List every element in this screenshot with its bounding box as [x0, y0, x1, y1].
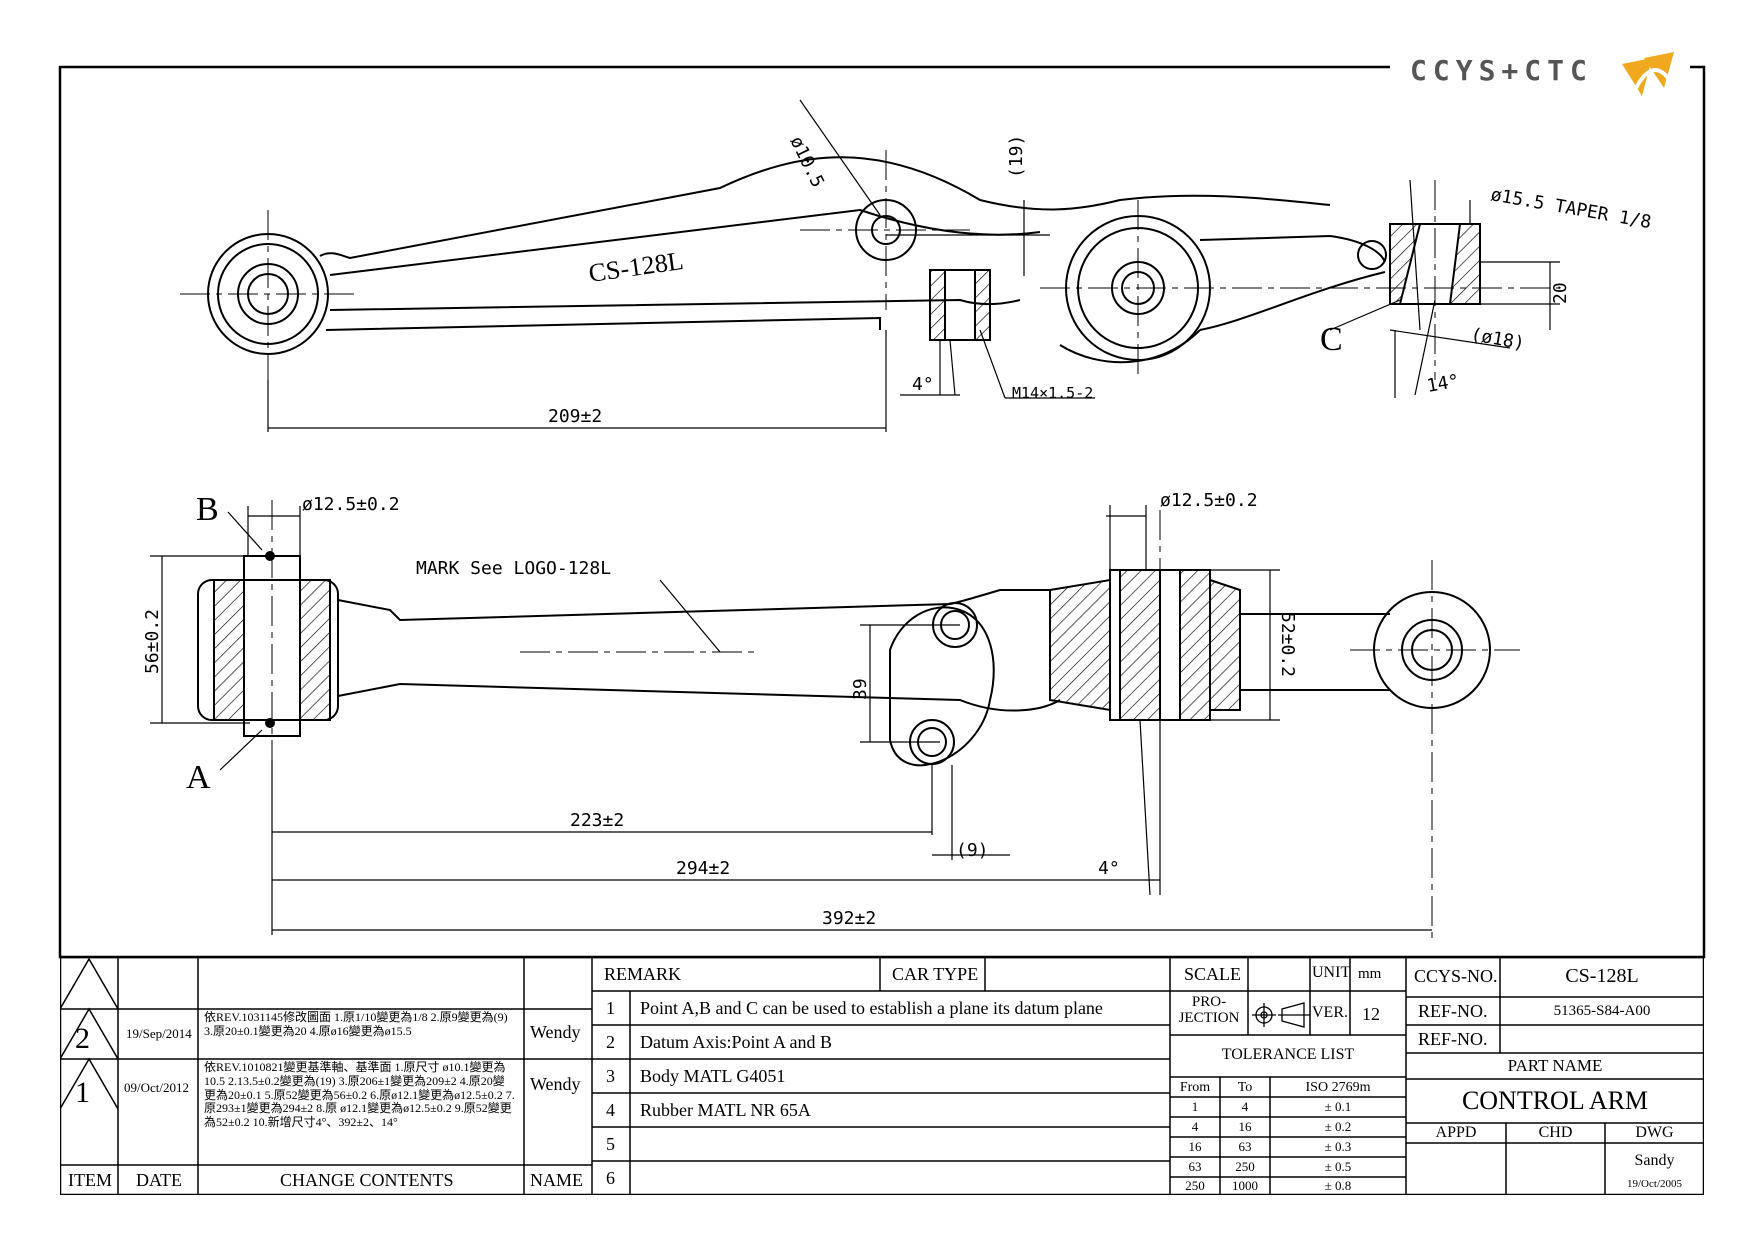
header-item: ITEM [68, 1170, 112, 1190]
logo-mark-icon [1622, 52, 1674, 96]
dim-height19: (19) [1006, 135, 1027, 178]
dim-angle4-top: 4° [912, 374, 934, 395]
mark-note: MARK See LOGO-128L [416, 558, 611, 579]
remark-1-text: Point A,B and C can be used to establish… [640, 998, 1103, 1018]
dim-taper: ø15.5 TAPER 1/8 [1489, 184, 1653, 233]
rev2-contents: 依REV.1031145修改圖面 1.原1/10變更為1/8 2.原9變更為(9… [204, 1011, 508, 1038]
dim-thread: M14×1.5-2 [1012, 384, 1093, 402]
tol-row1-from: 1 [1191, 1099, 1199, 1114]
projection-symbol-icon [1252, 1002, 1310, 1028]
tol-row2-iso: ± 0.2 [1324, 1119, 1352, 1134]
header-change: CHANGE CONTENTS [280, 1170, 454, 1190]
remark-4-num: 4 [606, 1100, 615, 1120]
point-c-label: C [1320, 321, 1343, 358]
tol-row2-to: 16 [1238, 1119, 1252, 1134]
tol-row5-to: 1000 [1232, 1178, 1258, 1193]
dim-angle4-side: 4° [1098, 858, 1120, 879]
tol-row5-from: 250 [1185, 1178, 1205, 1193]
scale-label: SCALE [1184, 964, 1242, 984]
tol-row3-iso: ± 0.3 [1324, 1139, 1352, 1154]
dwg-label: DWG [1635, 1124, 1674, 1141]
rev1-contents: 依REV.1010821變更基準軸、基準面 1.原尺寸 ø10.1變更為10.5… [204, 1061, 515, 1130]
dim-len9: (9) [956, 840, 989, 861]
unit-value: mm [1358, 966, 1382, 982]
remark-3-num: 3 [606, 1066, 615, 1086]
drawing-canvas: CS-128L ø10.5 (19) ø15.5 TAPER 1/8 20 (ø… [58, 65, 1706, 959]
dim-angle14: 14° [1425, 371, 1461, 397]
tol-row4-to: 250 [1235, 1159, 1255, 1174]
tol-header-to: To [1237, 1080, 1253, 1095]
drawn-by: Sandy [1634, 1152, 1675, 1169]
rev1-name: Wendy [530, 1074, 581, 1094]
dim-h56: 56±0.2 [142, 609, 163, 674]
remark-4-text: Rubber MATL NR 65A [640, 1100, 811, 1120]
dim-h39: 39 [850, 678, 871, 700]
drawn-date: 19/Oct/2005 [1627, 1178, 1682, 1190]
ref-no-value: 51365-S84-A00 [1553, 1003, 1651, 1019]
rev2-item: 2 [75, 1022, 90, 1055]
top-view [180, 99, 1560, 432]
remark-header: REMARK [604, 964, 682, 984]
remark-2-num: 2 [606, 1032, 615, 1052]
dim-len209: 209±2 [548, 406, 602, 427]
header-date: DATE [136, 1170, 182, 1190]
tol-row2-from: 4 [1191, 1119, 1199, 1134]
tol-row3-to: 63 [1238, 1139, 1252, 1154]
remark-2-text: Datum Axis:Point A and B [640, 1032, 833, 1052]
dim-len392: 392±2 [822, 908, 876, 929]
car-type-header: CAR TYPE [892, 964, 979, 984]
header-name: NAME [530, 1170, 583, 1190]
side-view [150, 500, 1520, 940]
rev2-name: Wendy [530, 1022, 581, 1042]
ref-no2-label: REF-NO. [1418, 1029, 1488, 1049]
tol-row4-iso: ± 0.5 [1324, 1159, 1352, 1174]
projection-label: PRO- JECTION [1178, 994, 1240, 1026]
tol-row1-to: 4 [1241, 1099, 1249, 1114]
ver-value: 12 [1362, 1004, 1380, 1024]
tol-row5-iso: ± 0.8 [1324, 1178, 1352, 1193]
remark-1-num: 1 [606, 998, 615, 1018]
dim-len20: 20 [1550, 282, 1571, 304]
point-a-label: A [186, 759, 211, 796]
title-block: 2 19/Sep/2014 依REV.1031145修改圖面 1.原1/10變更… [60, 957, 1704, 1195]
chd-label: CHD [1538, 1124, 1573, 1141]
remark-3-text: Body MATL G4051 [640, 1066, 786, 1086]
logo-text: CCYS+CTC [1410, 54, 1593, 87]
ref-no-label: REF-NO. [1418, 1001, 1488, 1021]
ver-label: VER. [1312, 1004, 1348, 1021]
ccys-no-label: CCYS-NO. [1414, 966, 1498, 986]
remark-5-num: 5 [606, 1134, 615, 1154]
dim-h52: 52±0.2 [1277, 612, 1298, 677]
appd-label: APPD [1435, 1124, 1477, 1141]
part-name-label: PART NAME [1507, 1056, 1603, 1075]
tol-header-from: From [1179, 1080, 1211, 1095]
ccys-no-value: CS-128L [1565, 965, 1639, 987]
dim-dia18: (ø18) [1469, 324, 1526, 354]
tolerance-title: TOLERANCE LIST [1221, 1046, 1355, 1063]
point-b-label: B [196, 491, 219, 528]
tol-row4-from: 63 [1188, 1159, 1202, 1174]
dim-len223: 223±2 [570, 810, 624, 831]
rev1-item: 1 [75, 1076, 90, 1109]
company-logo: CCYS+CTC [1410, 50, 1710, 100]
rev2-date: 19/Sep/2014 [126, 1026, 192, 1041]
unit-label: UNIT [1312, 964, 1351, 981]
tol-row1-iso: ± 0.1 [1324, 1099, 1352, 1114]
dim-len294: 294±2 [676, 858, 730, 879]
remark-6-num: 6 [606, 1168, 615, 1188]
rev1-date: 09/Oct/2012 [124, 1080, 189, 1095]
part-name-value: CONTROL ARM [1461, 1086, 1649, 1115]
dim-dia-left: ø12.5±0.2 [302, 494, 400, 515]
tol-header-iso: ISO 2769m [1305, 1080, 1371, 1095]
dim-dia-right: ø12.5±0.2 [1160, 490, 1258, 511]
part-label-on-drawing: CS-128L [587, 246, 685, 288]
tol-row3-from: 16 [1188, 1139, 1202, 1154]
